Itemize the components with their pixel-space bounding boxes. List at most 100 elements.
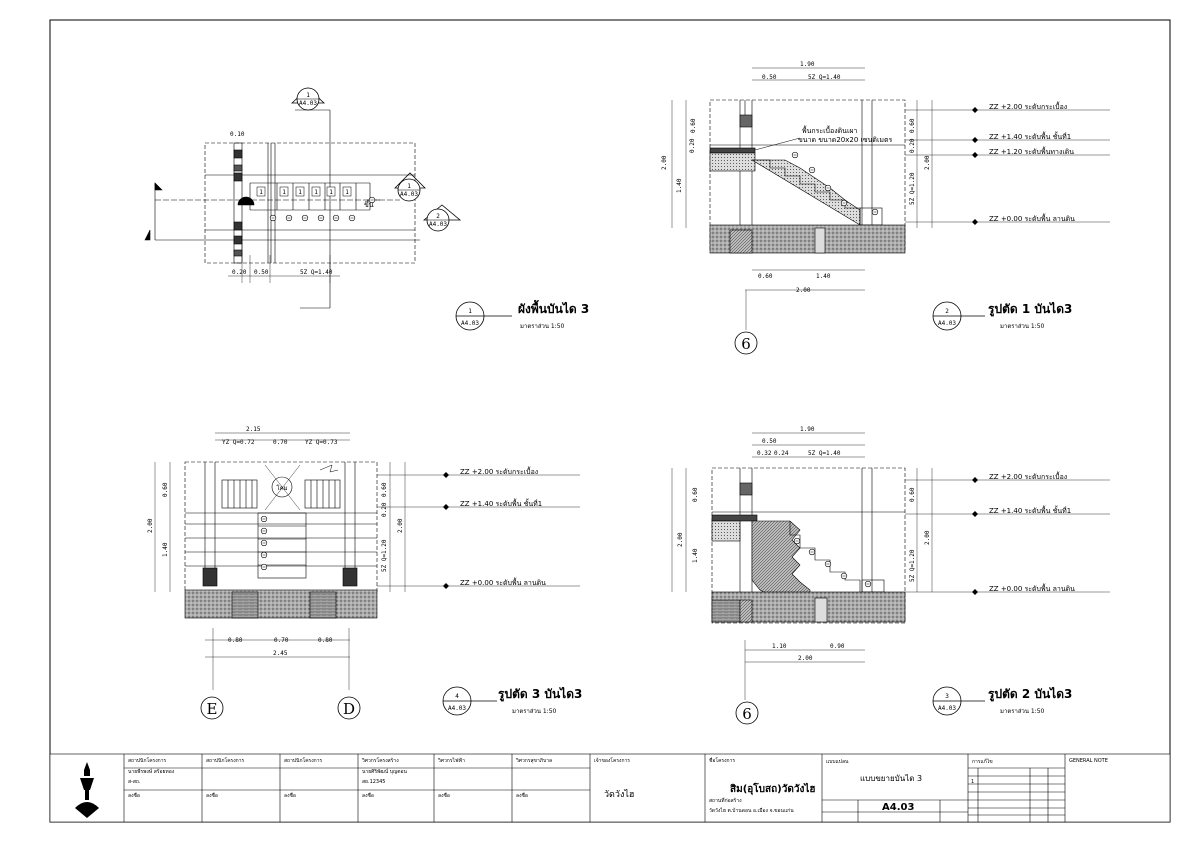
s1-dim-r-a: 0.60 xyxy=(909,118,916,133)
tb-rev-label: การแก้ไข xyxy=(972,758,993,765)
tb-col4-id: สย.12345 xyxy=(362,779,385,785)
s3-dim-l-a: 0.60 xyxy=(162,482,169,497)
s1-dim-top-a: 0.50 xyxy=(762,74,777,81)
s2-dim-top-a: 0.50 xyxy=(762,438,777,445)
s3-dim-r-a: 0.60 xyxy=(381,482,388,497)
level-marker-icon xyxy=(443,504,449,510)
step-number: 1 xyxy=(345,189,349,196)
s1-tag-num: 2 xyxy=(945,308,949,315)
s3-dim-l-b: 1.40 xyxy=(162,542,169,557)
s3-tag-sheet: A4.03 xyxy=(448,705,466,712)
step-number: 1 xyxy=(259,189,263,196)
plan-scale: มาตราส่วน 1:50 xyxy=(520,323,565,330)
tb-col2-label: สถาปนิกโครงการ xyxy=(206,757,244,764)
tb-col3-label: สถาปนิกโครงการ xyxy=(284,757,322,764)
plan-dim-b2: 0.50 xyxy=(254,269,269,276)
level-marker-icon xyxy=(972,107,978,113)
plan-tag-sheet: A4.03 xyxy=(461,320,479,327)
section3-step-marks xyxy=(260,515,268,571)
s3-dim-l-total: 2.00 xyxy=(147,518,154,533)
tb-col4-label: วิศวกรโครงสร้าง xyxy=(362,757,399,764)
s2-dim-bot-b: 0.90 xyxy=(830,643,845,650)
s1-dim-l-b: 1.40 xyxy=(676,178,683,193)
section3-grid-bubble-d: D xyxy=(337,696,361,720)
plan-cut-marker-right-1: 1 A4.03 xyxy=(394,172,426,202)
level-marker-icon xyxy=(972,219,978,225)
s3-dim-bot-c: 0.80 xyxy=(318,637,333,644)
level-marker-icon xyxy=(972,511,978,517)
plan-cut-top-sheet: A4.03 xyxy=(299,100,317,107)
plan-cut-marker-right-2: 2 A4.03 xyxy=(422,204,462,232)
section1-title-block: 2 A4.03 รูปตัด 1 บันได3 มาตราส่วน 1:50 xyxy=(932,301,1072,331)
s1-dim-top-total: 1.90 xyxy=(800,61,815,68)
s1-dim-r-c: 0.20 xyxy=(909,138,916,153)
section1-view: 1.90 0.50 5Z Q=1.40 0.60 1.40 2.00 2.00 … xyxy=(661,61,1110,294)
plan-title-block: 1 A4.03 ผังพื้นบันได 3 มาตราส่วน 1:50 xyxy=(455,299,589,331)
level-label: ZZ +2.00 ระดับกระเบื้อง xyxy=(460,465,538,476)
level-label: ZZ +0.00 ระดับพื้น ลานดิน xyxy=(989,582,1075,593)
plan-title: ผังพื้นบันได 3 xyxy=(518,299,589,316)
tb-general-note: GENERAL NOTE xyxy=(1069,758,1108,764)
title-block xyxy=(49,753,1171,823)
s2-scale: มาตราส่วน 1:50 xyxy=(1000,708,1045,715)
tb-col1-id: ส-สถ. xyxy=(128,779,141,785)
s3-dim-top-total: 2.15 xyxy=(246,426,261,433)
level-label: ZZ +1.40 ระดับพื้น ชั้นที่1 xyxy=(989,504,1071,515)
s1-dim-l-c: 0.20 xyxy=(689,138,696,153)
organization-emblem-icon xyxy=(75,762,99,818)
step-number-box xyxy=(279,186,289,197)
plan-cut-1-num: 1 xyxy=(407,183,411,190)
s1-dim-r-b: 5Z Q=1.20 xyxy=(909,172,916,205)
level-label: ZZ +0.00 ระดับพื้น ลานดิน xyxy=(989,212,1075,223)
s2-dim-top-c: 0.24 xyxy=(774,450,789,457)
s3-dim-r-b: 5Z Q=1.20 xyxy=(381,539,388,572)
tb-rev-num: 1 xyxy=(971,779,974,785)
step-number-box xyxy=(311,186,321,197)
s3-dim-r-c: 0.20 xyxy=(381,502,388,517)
title-block-text: สถาปนิกโครงการ นายพีรพงษ์ สร้อยทอง ส-สถ.… xyxy=(128,757,1108,814)
step-number: 1 xyxy=(282,189,286,196)
s1-dim-bot-a: 0.60 xyxy=(758,273,773,280)
s1-scale: มาตราส่วน 1:50 xyxy=(1000,323,1045,330)
level-marker-icon xyxy=(972,589,978,595)
s2-dim-r-b: 5Z Q=1.20 xyxy=(909,549,916,582)
plan-cut-2-sheet: A4.03 xyxy=(429,221,447,228)
plan-view: 0.10 0.20 0.50 5Z Q=1.40 ขึ้น xyxy=(144,109,420,309)
s2-dim-l-b: 1.40 xyxy=(692,548,699,563)
level-marker-icon xyxy=(972,152,978,158)
tb-project-label: ชื่อโครงการ xyxy=(709,757,735,764)
plan-cut-1-sheet: A4.03 xyxy=(400,191,418,198)
plan-cut-top-num: 1 xyxy=(306,92,310,99)
s3-dim-bot-a: 0.80 xyxy=(228,637,243,644)
s2-dim-l-total: 2.00 xyxy=(677,532,684,547)
section3-title-block: 4 A4.03 รูปตัด 3 บันได3 มาตราส่วน 1:50 xyxy=(442,686,582,716)
s3-dim-bot-total: 2.45 xyxy=(273,650,288,657)
s3-scale: มาตราส่วน 1:50 xyxy=(512,708,557,715)
tb-owner-label: เจ้าของโครงการ xyxy=(594,757,630,764)
s3-dim-top-b: 0.70 xyxy=(273,439,288,446)
s1-dim-bot-total: 2.00 xyxy=(796,287,811,294)
section3-grid-bubble-e: E xyxy=(200,696,224,720)
plan-dim-top: 0.10 xyxy=(230,131,245,138)
plan-tag-num: 1 xyxy=(468,308,472,315)
s3-title: รูปตัด 3 บันได3 xyxy=(498,686,582,702)
tb-drawing-title: แบบขยายบันได 3 xyxy=(860,774,922,783)
s2-dim-top-total: 1.90 xyxy=(800,426,815,433)
section2-step-marks xyxy=(793,537,872,588)
step-number-box xyxy=(342,186,352,197)
s1-note-2: ขนาด ขนาด20x20 เซนติเมตร xyxy=(798,136,893,144)
level-label: ZZ +2.00 ระดับกระเบื้อง xyxy=(989,100,1067,111)
s2-dim-top-b: 0.32 xyxy=(757,450,772,457)
level-marker-icon xyxy=(443,583,449,589)
tb-col3-sign: ลงชื่อ xyxy=(284,792,296,799)
s3-dim-bot-b: 0.70 xyxy=(274,637,289,644)
section1-grid-bubble: 6 xyxy=(734,290,758,355)
s2-tag-sheet: A4.03 xyxy=(938,705,956,712)
s2-tag-num: 3 xyxy=(945,693,949,700)
tb-location-label: สถานที่ก่อสร้าง xyxy=(709,797,742,804)
s3-tag-num: 4 xyxy=(455,693,459,700)
